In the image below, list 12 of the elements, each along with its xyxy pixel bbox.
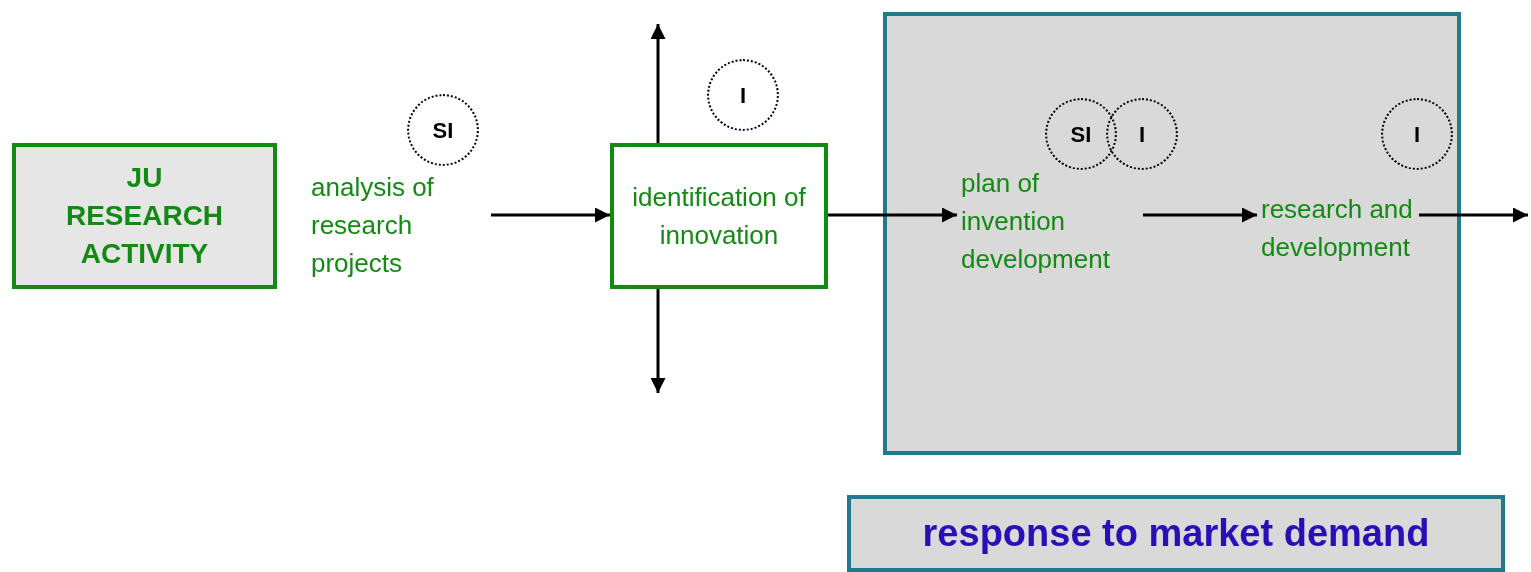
arrow [1143, 207, 1257, 223]
arrow [828, 207, 957, 223]
group-panel [883, 12, 1461, 455]
arrow [650, 289, 666, 393]
process-box: identification of innovation [610, 143, 828, 289]
arrow [650, 24, 666, 143]
arrow [491, 207, 610, 223]
step-text: analysis of research projects [311, 168, 491, 282]
arrow [1419, 207, 1528, 223]
banner-box: response to market demand [847, 495, 1505, 572]
step-text: research and development [1261, 190, 1423, 266]
activity-box: JU RESEARCH ACTIVITY [12, 143, 277, 289]
